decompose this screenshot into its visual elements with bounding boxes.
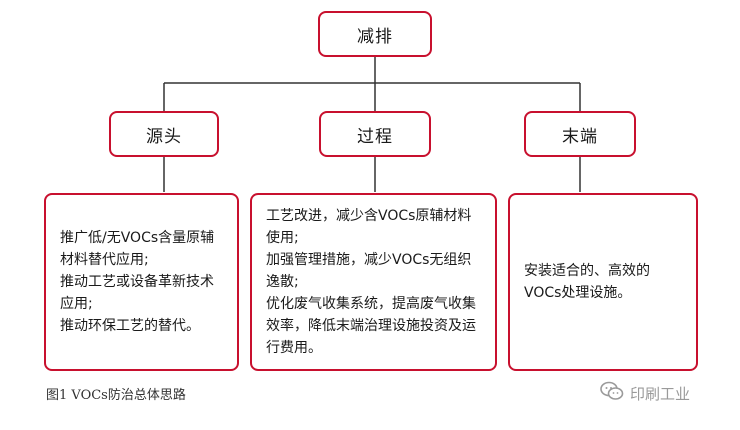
detail-line: 推广低/无VOCs含量原辅材料替代应用; bbox=[60, 230, 215, 268]
detail-card-end: 安装适合的、高效的VOCs处理设施。 bbox=[508, 193, 698, 371]
wechat-icon bbox=[600, 380, 624, 406]
detail-line: 工艺改进，减少含VOCs原辅材料使用; bbox=[266, 208, 472, 246]
detail-line: 安装适合的、高效的VOCs处理设施。 bbox=[524, 263, 650, 301]
detail-card-source: 推广低/无VOCs含量原辅材料替代应用; 推动工艺或设备革新技术应用; 推动环保… bbox=[44, 193, 239, 371]
watermark: 印刷工业 bbox=[600, 380, 690, 406]
root-label: 减排 bbox=[357, 26, 393, 47]
figure-caption: 图1 VOCs防治总体思路 bbox=[46, 388, 186, 403]
detail-card-process: 工艺改进，减少含VOCs原辅材料使用; 加强管理措施，减少VOCs无组织逸散; … bbox=[250, 193, 497, 371]
branch-node-source: 源头 bbox=[109, 111, 219, 157]
detail-line: 加强管理措施，减少VOCs无组织逸散; bbox=[266, 252, 472, 290]
root-node: 减排 bbox=[318, 11, 432, 57]
detail-line: 优化废气收集系统，提高废气收集效率，降低末端治理设施投资及运行费用。 bbox=[266, 296, 476, 356]
watermark-text: 印刷工业 bbox=[630, 384, 691, 403]
branch-node-end: 末端 bbox=[524, 111, 636, 157]
detail-line: 推动环保工艺的替代。 bbox=[60, 318, 200, 334]
branch-node-process: 过程 bbox=[319, 111, 431, 157]
branch-label-source: 源头 bbox=[146, 126, 182, 147]
branch-label-process: 过程 bbox=[357, 126, 393, 147]
branch-label-end: 末端 bbox=[562, 126, 598, 147]
detail-line: 推动工艺或设备革新技术应用; bbox=[60, 274, 214, 312]
